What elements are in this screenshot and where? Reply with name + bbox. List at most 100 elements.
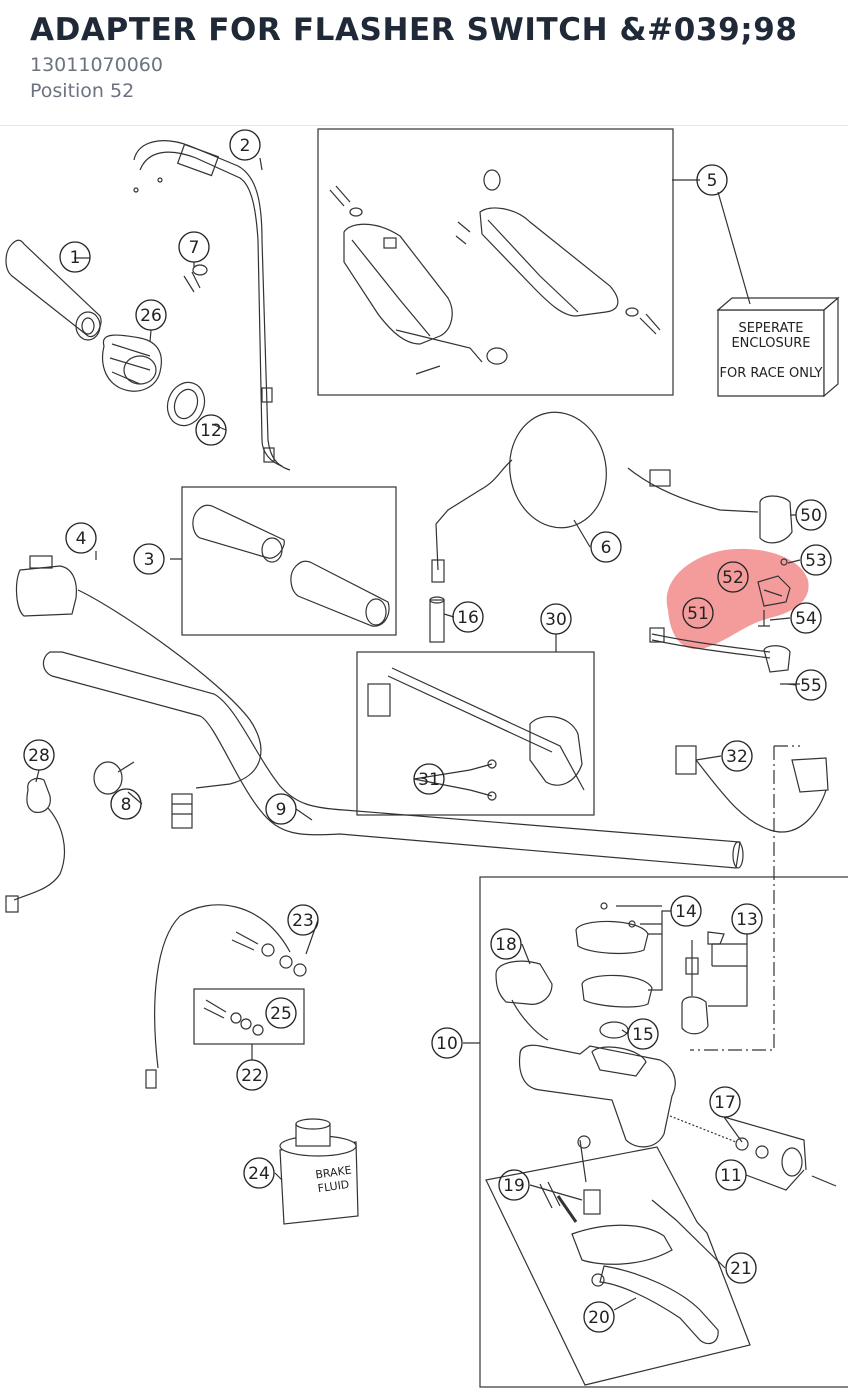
callout-label: 26 xyxy=(140,306,162,326)
part-number: 13011070060 xyxy=(30,54,163,76)
callout-label: 52 xyxy=(722,568,744,588)
highlight-region xyxy=(666,548,809,650)
callout-circle xyxy=(178,231,210,263)
callout-10[interactable]: 10 xyxy=(431,1027,463,1059)
callout-label: 17 xyxy=(714,1093,736,1113)
callout-12[interactable]: 12 xyxy=(195,414,227,446)
part-lever xyxy=(539,1135,719,1345)
callout-17[interactable]: 17 xyxy=(709,1086,741,1118)
part-handguards-5 xyxy=(329,169,661,375)
callout-13[interactable]: 13 xyxy=(731,903,763,935)
callout-label: 51 xyxy=(687,604,709,624)
callout-circle xyxy=(795,669,827,701)
callout-6[interactable]: 6 xyxy=(590,531,622,563)
callout-15[interactable]: 15 xyxy=(627,1018,659,1050)
callout-label: 6 xyxy=(601,538,612,558)
callout-11[interactable]: 11 xyxy=(715,1159,747,1191)
part-ring-12 xyxy=(166,381,206,427)
group-box-10 xyxy=(479,876,848,1388)
callout-label: 5 xyxy=(707,171,718,191)
callout-label: 55 xyxy=(800,676,822,696)
enclosure-line: SEPERATE xyxy=(738,321,803,336)
enclosure-line: FOR RACE ONLY xyxy=(720,366,823,381)
leader-lines xyxy=(35,157,807,1311)
callout-circle xyxy=(243,1157,275,1189)
part-banjo-bolt-25 xyxy=(203,999,264,1036)
part-54 xyxy=(758,610,770,627)
callout-52[interactable]: 52 xyxy=(717,561,749,593)
part-switch-50 xyxy=(627,467,793,544)
callout-24[interactable]: 24 xyxy=(243,1157,275,1189)
callout-circle xyxy=(731,903,763,935)
callout-1[interactable]: 1 xyxy=(59,241,91,273)
callout-label: 3 xyxy=(144,550,155,570)
callout-circle xyxy=(725,1252,757,1284)
callout-label: 24 xyxy=(248,1164,270,1184)
callout-30[interactable]: 30 xyxy=(540,603,572,635)
callout-circle xyxy=(265,997,297,1029)
callout-2[interactable]: 2 xyxy=(229,129,261,161)
callout-circle xyxy=(670,895,702,927)
enclosure-box xyxy=(716,296,840,398)
callout-20[interactable]: 20 xyxy=(583,1301,615,1333)
callout-circle xyxy=(413,763,445,795)
callout-18[interactable]: 18 xyxy=(490,928,522,960)
callout-label: 19 xyxy=(503,1176,525,1196)
part-master-cylinder-10 xyxy=(495,902,725,1148)
callout-53[interactable]: 53 xyxy=(800,544,832,576)
callout-circle xyxy=(287,904,319,936)
callout-circle xyxy=(65,522,97,554)
part-bolt-16 xyxy=(429,596,445,643)
callout-8[interactable]: 8 xyxy=(110,788,142,820)
callout-31[interactable]: 31 xyxy=(413,763,445,795)
callout-22[interactable]: 22 xyxy=(236,1059,268,1091)
callout-50[interactable]: 50 xyxy=(795,499,827,531)
callout-25[interactable]: 25 xyxy=(265,997,297,1029)
callout-circle xyxy=(540,603,572,635)
callout-circle xyxy=(590,531,622,563)
callout-circle xyxy=(696,164,728,196)
callout-16[interactable]: 16 xyxy=(452,601,484,633)
callout-14[interactable]: 14 xyxy=(670,895,702,927)
part-cable-51 xyxy=(649,627,800,685)
callout-5[interactable]: 5 xyxy=(696,164,728,196)
callout-circle xyxy=(790,602,822,634)
callout-7[interactable]: 7 xyxy=(178,231,210,263)
callout-51[interactable]: 51 xyxy=(682,597,714,629)
callout-9[interactable]: 9 xyxy=(265,793,297,825)
part-grips-3 xyxy=(192,504,390,627)
callout-label: 16 xyxy=(457,608,479,628)
callout-label: 54 xyxy=(795,609,817,629)
page-header: ADAPTER FOR FLASHER SWITCH &#039;98 1301… xyxy=(0,0,848,126)
callout-55[interactable]: 55 xyxy=(795,669,827,701)
callout-3[interactable]: 3 xyxy=(133,543,165,575)
callout-circle xyxy=(490,928,522,960)
callout-32[interactable]: 32 xyxy=(721,740,753,772)
callout-label: 30 xyxy=(545,610,567,630)
callout-label: 31 xyxy=(418,770,440,790)
callout-circle xyxy=(23,739,55,771)
callout-21[interactable]: 21 xyxy=(725,1252,757,1284)
part-screw-7 xyxy=(183,264,208,293)
callout-label: 15 xyxy=(632,1025,654,1045)
callout-19[interactable]: 19 xyxy=(498,1169,530,1201)
part-brake-fluid-24 xyxy=(279,1118,359,1225)
part-adapter-52 xyxy=(757,575,791,607)
callout-28[interactable]: 28 xyxy=(23,739,55,771)
callout-circle xyxy=(135,299,167,331)
callout-circle xyxy=(236,1059,268,1091)
callout-circle xyxy=(795,499,827,531)
callout-circle xyxy=(715,1159,747,1191)
callout-label: 50 xyxy=(800,506,822,526)
callout-23[interactable]: 23 xyxy=(287,904,319,936)
leader-dashed xyxy=(690,746,775,1051)
callout-circle xyxy=(59,241,91,273)
part-grip-1 xyxy=(5,239,102,341)
callout-label: 12 xyxy=(200,421,222,441)
callout-4[interactable]: 4 xyxy=(65,522,97,554)
callout-26[interactable]: 26 xyxy=(135,299,167,331)
callout-circle xyxy=(627,1018,659,1050)
part-kill-switch-28 xyxy=(5,777,66,913)
callout-54[interactable]: 54 xyxy=(790,602,822,634)
